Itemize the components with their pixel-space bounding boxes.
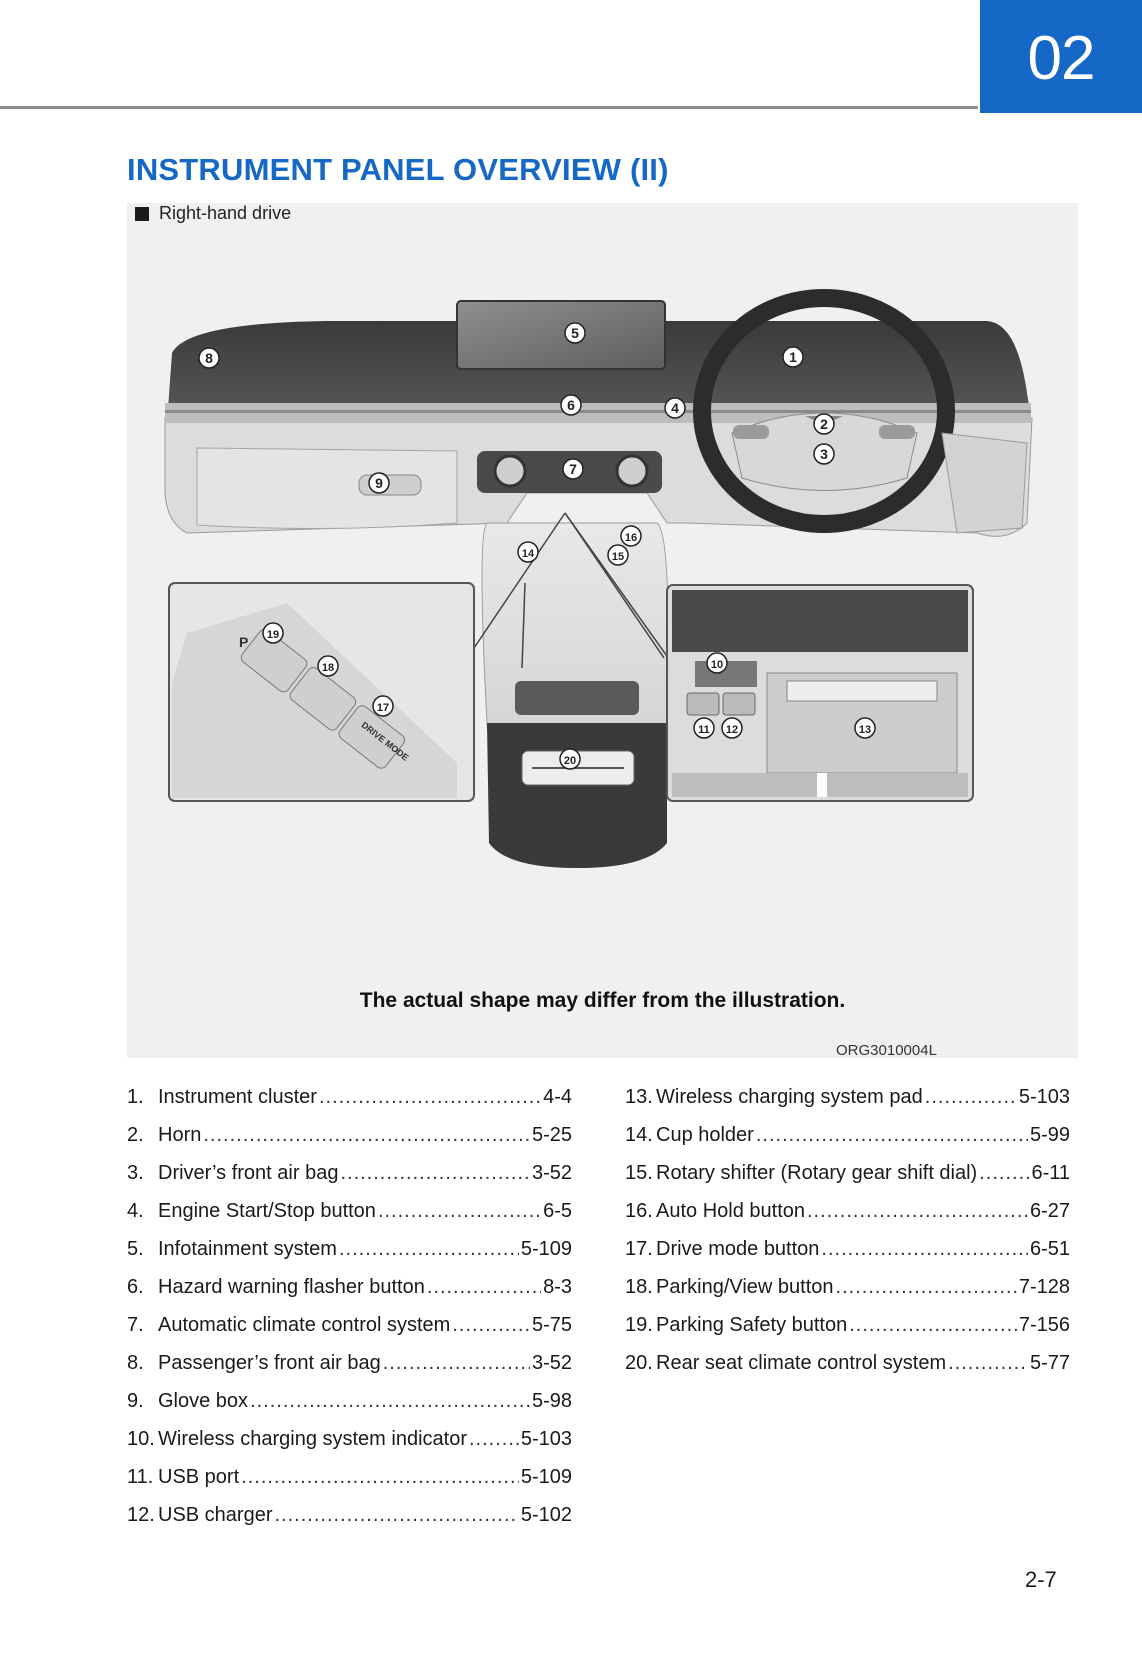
items-list-left: 1.Instrument cluster4-4 2.Horn5-25 3.Dri… — [127, 1086, 572, 1542]
svg-text:3: 3 — [820, 446, 828, 462]
svg-text:20: 20 — [564, 755, 576, 767]
figure-caption: Right-hand drive — [135, 203, 291, 224]
callout-13: 13 — [855, 718, 875, 738]
list-item: 16.Auto Hold button6-27 — [625, 1200, 1070, 1238]
callout-7: 7 — [563, 459, 583, 479]
list-item: 13.Wireless charging system pad5-103 — [625, 1086, 1070, 1124]
list-item: 4.Engine Start/Stop button6-5 — [127, 1200, 572, 1238]
list-item: 19.Parking Safety button7-156 — [625, 1314, 1070, 1352]
list-item: 7.Automatic climate control system5-75 — [127, 1314, 572, 1352]
callout-6: 6 — [561, 395, 581, 415]
page-number: 2-7 — [1025, 1567, 1057, 1593]
list-item: 12.USB charger5-102 — [127, 1504, 572, 1542]
callout-2: 2 — [814, 414, 834, 434]
callout-11: 11 — [694, 718, 714, 738]
list-item: 9.Glove box5-98 — [127, 1390, 572, 1428]
svg-text:5: 5 — [571, 325, 579, 341]
callout-18: 18 — [318, 656, 338, 676]
callout-4: 4 — [665, 398, 685, 418]
list-item: 2.Horn5-25 — [127, 1124, 572, 1162]
figure-code: ORG3010004L — [836, 1042, 937, 1059]
svg-text:4: 4 — [671, 400, 679, 416]
svg-text:7: 7 — [569, 461, 577, 477]
list-item: 3.Driver’s front air bag3-52 — [127, 1162, 572, 1200]
callout-8: 8 — [199, 348, 219, 368]
callout-15: 15 — [608, 545, 628, 565]
caption-text: Right-hand drive — [159, 203, 291, 224]
svg-text:14: 14 — [522, 548, 535, 560]
list-item: 10.Wireless charging system indicator5-1… — [127, 1428, 572, 1466]
callout-20: 20 — [560, 749, 580, 769]
list-item: 15.Rotary shifter (Rotary gear shift dia… — [625, 1162, 1070, 1200]
callout-12: 12 — [722, 718, 742, 738]
svg-text:10: 10 — [711, 659, 723, 671]
list-item: 5.Infotainment system5-109 — [127, 1238, 572, 1276]
items-list-right: 13.Wireless charging system pad5-103 14.… — [625, 1086, 1070, 1390]
svg-text:6: 6 — [567, 397, 575, 413]
svg-text:17: 17 — [377, 702, 389, 714]
header-rule — [0, 106, 978, 109]
chapter-tab: 02 — [980, 0, 1142, 113]
list-item: 11.USB port5-109 — [127, 1466, 572, 1504]
callout-1: 1 — [783, 347, 803, 367]
svg-text:2: 2 — [820, 416, 828, 432]
list-item: 14.Cup holder5-99 — [625, 1124, 1070, 1162]
callout-14: 14 — [518, 542, 538, 562]
svg-text:11: 11 — [698, 724, 710, 736]
svg-text:9: 9 — [375, 475, 383, 491]
callout-9: 9 — [369, 473, 389, 493]
list-item: 6.Hazard warning flasher button8-3 — [127, 1276, 572, 1314]
list-item: 17.Drive mode button6-51 — [625, 1238, 1070, 1276]
svg-text:19: 19 — [267, 629, 279, 641]
svg-text:18: 18 — [322, 662, 334, 674]
svg-text:1: 1 — [789, 349, 797, 365]
callout-10: 10 — [707, 653, 727, 673]
callout-3: 3 — [814, 444, 834, 464]
list-item: 1.Instrument cluster4-4 — [127, 1086, 572, 1124]
svg-text:12: 12 — [726, 724, 738, 736]
callout-17: 17 — [373, 696, 393, 716]
list-item: 8.Passenger’s front air bag3-52 — [127, 1352, 572, 1390]
svg-text:15: 15 — [612, 551, 624, 563]
page-title: INSTRUMENT PANEL OVERVIEW (II) — [127, 152, 669, 188]
figure-disclaimer: The actual shape may differ from the ill… — [127, 989, 1078, 1013]
callout-19: 19 — [263, 623, 283, 643]
inset-p-label: P — [239, 634, 248, 650]
caption-bullet — [135, 207, 149, 221]
svg-text:8: 8 — [205, 350, 213, 366]
list-item: 18.Parking/View button7-128 — [625, 1276, 1070, 1314]
list-item: 20.Rear seat climate control system5-77 — [625, 1352, 1070, 1390]
callout-16: 16 — [621, 526, 641, 546]
svg-text:16: 16 — [625, 532, 637, 544]
svg-text:13: 13 — [859, 724, 871, 736]
callout-5: 5 — [565, 323, 585, 343]
